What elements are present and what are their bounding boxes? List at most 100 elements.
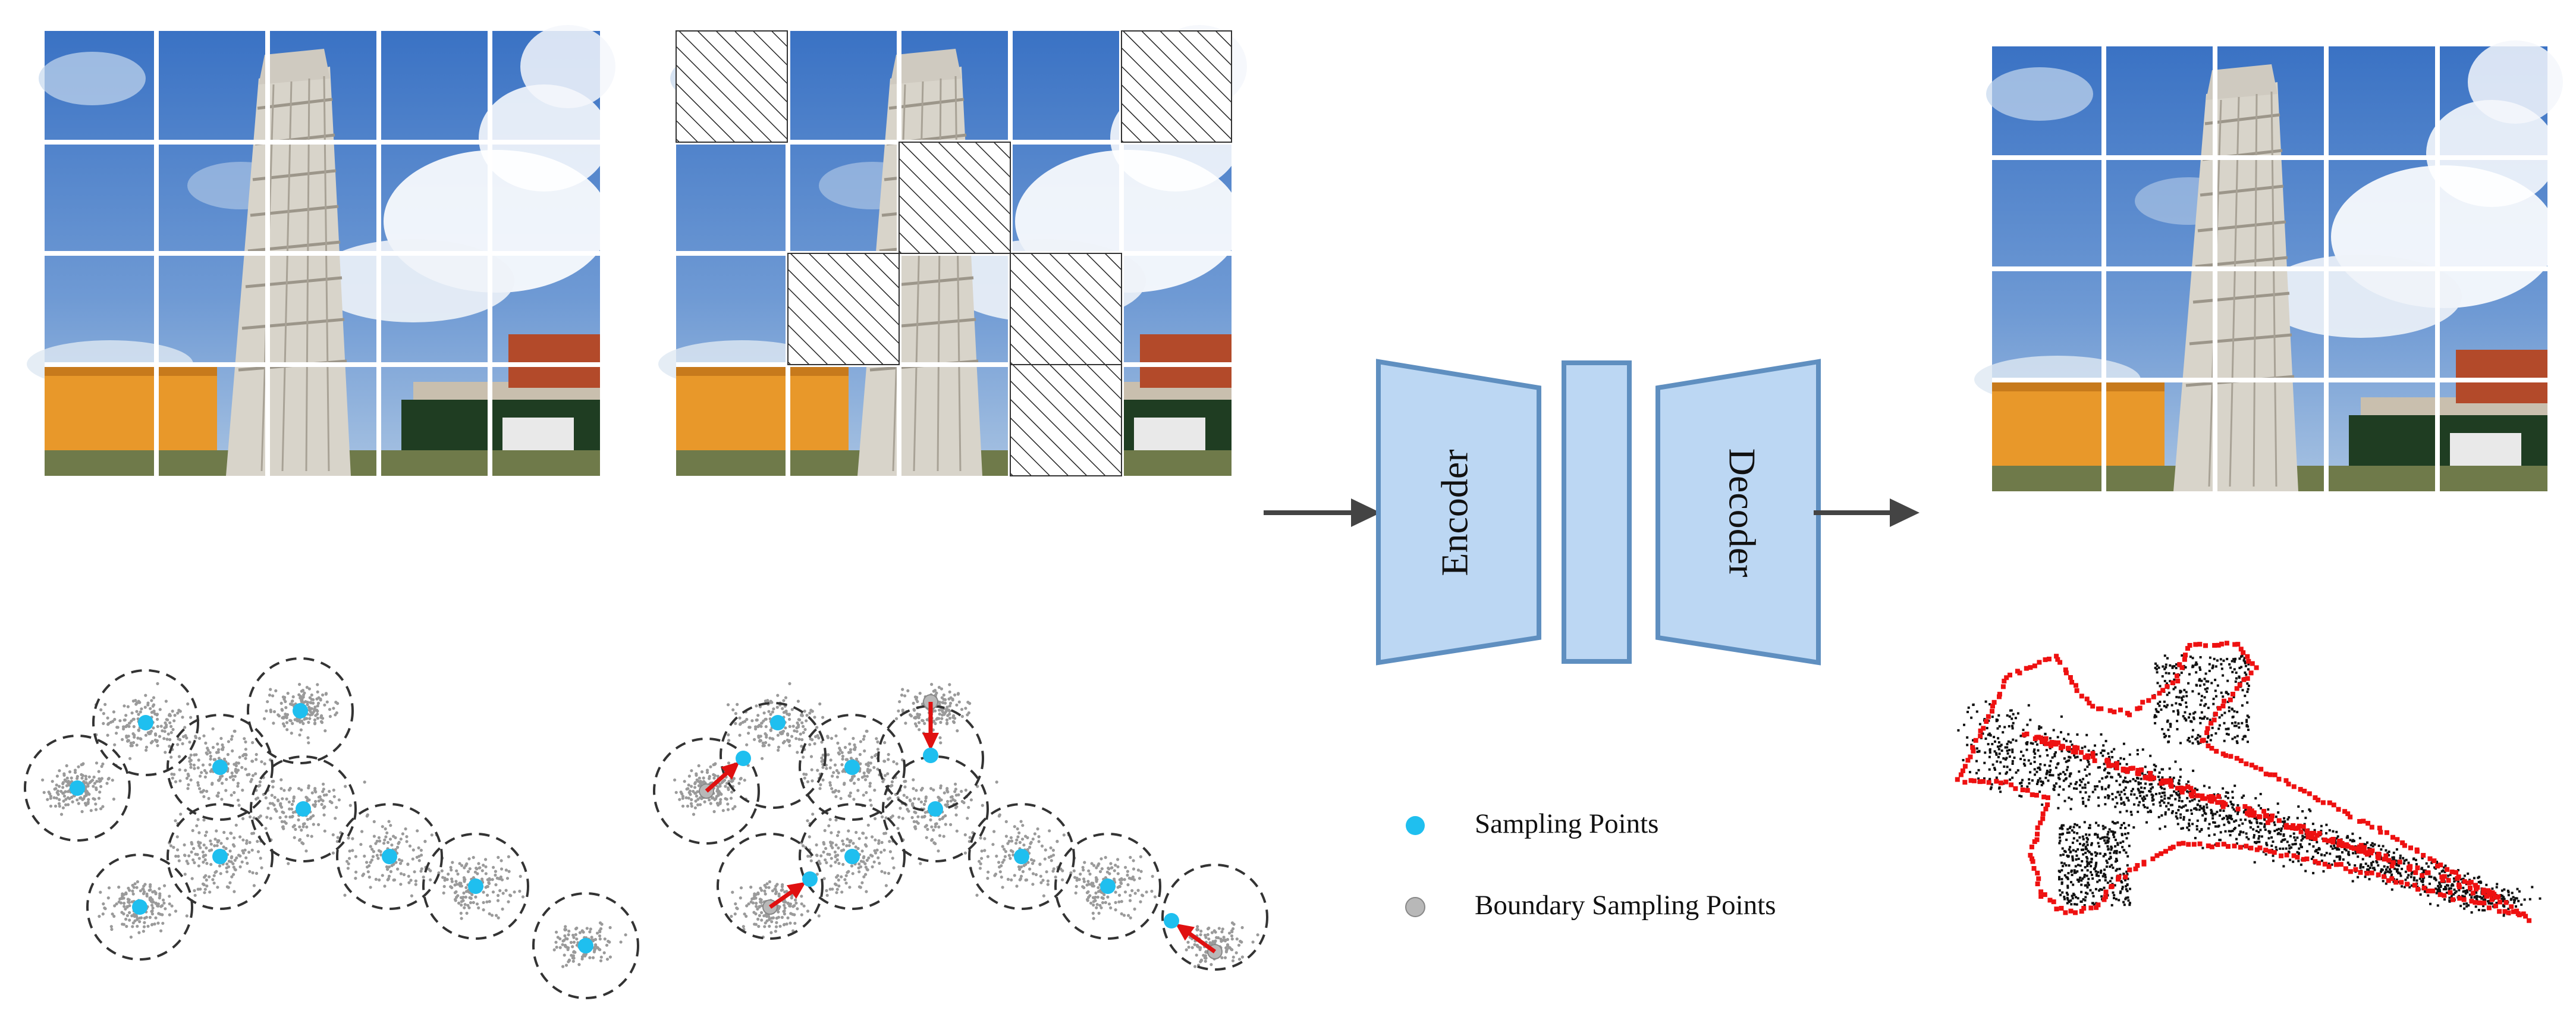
cloud-point bbox=[124, 714, 128, 717]
cloud-point bbox=[598, 937, 602, 941]
reconstructed-point bbox=[2073, 787, 2075, 790]
reconstructed-point bbox=[2411, 871, 2414, 874]
reconstructed-point bbox=[2429, 882, 2431, 885]
cloud-point bbox=[591, 956, 595, 959]
cloud-point bbox=[205, 878, 208, 882]
cloud-point bbox=[482, 908, 485, 912]
cloud-point bbox=[1017, 865, 1021, 868]
cloud-point bbox=[785, 890, 788, 893]
cloud-point bbox=[709, 765, 712, 768]
reconstructed-point bbox=[2195, 825, 2198, 828]
cloud-point bbox=[183, 726, 187, 729]
cloud-point bbox=[835, 834, 840, 837]
cloud-point bbox=[764, 732, 767, 736]
cloud-point bbox=[61, 792, 65, 795]
reconstructed-point bbox=[2052, 729, 2055, 732]
cloud-point bbox=[1130, 889, 1134, 892]
reconstructed-point bbox=[2280, 827, 2283, 830]
reconstructed-point bbox=[2275, 846, 2277, 849]
cloud-point bbox=[1031, 883, 1035, 886]
cloud-point bbox=[828, 781, 832, 785]
cloud-point bbox=[497, 893, 500, 898]
reconstructed-point bbox=[2140, 786, 2143, 789]
cloud-point bbox=[561, 965, 565, 968]
reconstructed-point bbox=[2037, 779, 2040, 782]
reconstructed-point bbox=[2099, 888, 2102, 891]
reconstructed-point bbox=[2195, 828, 2198, 831]
sampling-point bbox=[296, 801, 311, 817]
cloud-point bbox=[758, 898, 762, 901]
reconstructed-point bbox=[2204, 688, 2207, 691]
cloud-point bbox=[150, 903, 154, 907]
cloud-point bbox=[563, 928, 567, 931]
cloud-point bbox=[874, 851, 878, 855]
reconstructed-point bbox=[2388, 868, 2391, 871]
reconstructed-point bbox=[2450, 884, 2453, 887]
cloud-point bbox=[205, 846, 208, 850]
reconstructed-point bbox=[2330, 845, 2333, 848]
cloud-point bbox=[64, 790, 67, 793]
cloud-point bbox=[873, 788, 877, 792]
cloud-point bbox=[93, 782, 97, 785]
cloud-point bbox=[212, 881, 216, 885]
cloud-point bbox=[1126, 873, 1129, 877]
reconstructed-point bbox=[2395, 879, 2398, 881]
cloud-point bbox=[41, 778, 45, 782]
cloud-point bbox=[727, 733, 730, 736]
reconstructed-point bbox=[2104, 776, 2107, 779]
cloud-point bbox=[1017, 831, 1021, 835]
reconstructed-point bbox=[2520, 903, 2523, 906]
reconstructed-point bbox=[2057, 793, 2060, 796]
reconstructed-point bbox=[2038, 766, 2041, 769]
reconstructed-point bbox=[2153, 716, 2156, 719]
reconstructed-point bbox=[2083, 821, 2086, 824]
reconstructed-point bbox=[2301, 846, 2303, 849]
cloud-point bbox=[1095, 866, 1098, 870]
cloud-point bbox=[198, 787, 202, 790]
cloud-point bbox=[316, 690, 319, 694]
reconstructed-point bbox=[2137, 781, 2140, 784]
cloud-point bbox=[755, 902, 758, 905]
reconstructed-point bbox=[2214, 679, 2217, 682]
reconstructed-point bbox=[2301, 835, 2304, 837]
cloud-point bbox=[137, 931, 141, 934]
cloud-point bbox=[51, 780, 54, 783]
cloud-point bbox=[923, 814, 926, 818]
cloud-point bbox=[783, 906, 787, 910]
cloud-point bbox=[162, 737, 166, 741]
reconstructed-point bbox=[2304, 817, 2307, 820]
point-cloud-sampling bbox=[24, 657, 639, 999]
cloud-point bbox=[95, 788, 98, 791]
reconstructed-point bbox=[2429, 902, 2432, 905]
cloud-point bbox=[1230, 948, 1234, 952]
reconstructed-point bbox=[2404, 879, 2407, 881]
cloud-point bbox=[729, 796, 733, 800]
cloud-point bbox=[763, 889, 766, 893]
reconstructed-point bbox=[2449, 873, 2452, 876]
reconstructed-point bbox=[2260, 835, 2263, 838]
cloud-point bbox=[1028, 845, 1032, 849]
cloud-point bbox=[130, 711, 134, 715]
cloud-point bbox=[163, 730, 167, 733]
cloud-point bbox=[130, 914, 134, 918]
cloud-point bbox=[835, 887, 839, 891]
cloud-point bbox=[1150, 889, 1154, 893]
cloud-point bbox=[105, 782, 109, 785]
reconstructed-point bbox=[2462, 902, 2465, 905]
cloud-point bbox=[70, 776, 73, 780]
cloud-point bbox=[460, 864, 464, 867]
cloud-point bbox=[272, 721, 275, 725]
cloud-point bbox=[824, 858, 827, 862]
cloud-point bbox=[910, 815, 914, 820]
cloud-point bbox=[293, 836, 296, 839]
cloud-point bbox=[739, 896, 742, 900]
cloud-point bbox=[561, 943, 564, 946]
masked-patch bbox=[787, 253, 900, 365]
reconstructed-point bbox=[2421, 867, 2424, 870]
reconstructed-point bbox=[2447, 874, 2450, 877]
cloud-point bbox=[209, 839, 212, 843]
cloud-point bbox=[847, 794, 851, 798]
cloud-point bbox=[1011, 850, 1014, 854]
cloud-point bbox=[407, 874, 410, 878]
reconstructed-point bbox=[2294, 843, 2297, 846]
